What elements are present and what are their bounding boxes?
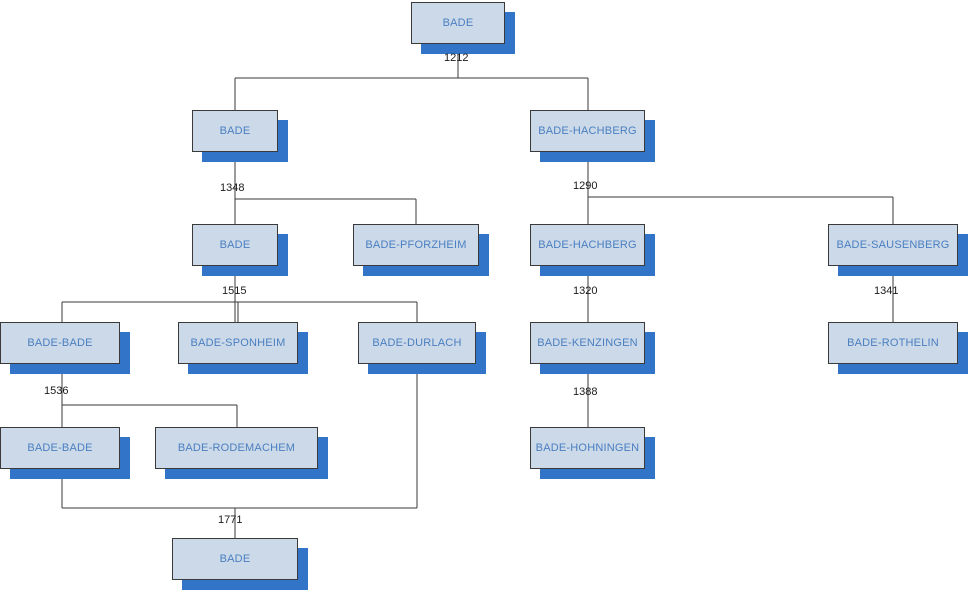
tree-node[interactable]: BADE-HACHBERG	[530, 224, 655, 276]
node-box[interactable]: BADE	[192, 224, 278, 266]
tree-node[interactable]: BADE	[192, 110, 288, 162]
node-label: BADE-PFORZHEIM	[365, 239, 467, 251]
node-box[interactable]: BADE-PFORZHEIM	[353, 224, 479, 266]
node-box[interactable]: BADE-KENZINGEN	[530, 322, 645, 364]
tree-node[interactable]: BADE-RODEMACHEM	[155, 427, 328, 479]
node-label: BADE-DURLACH	[372, 337, 462, 349]
tree-node[interactable]: BADE-SPONHEIM	[178, 322, 308, 374]
node-box[interactable]: BADE	[172, 538, 298, 580]
node-box[interactable]: BADE-BADE	[0, 322, 120, 364]
tree-node[interactable]: BADE-HACHBERG	[530, 110, 655, 162]
edge-year-label: 1536	[44, 385, 69, 397]
tree-node[interactable]: BADE-KENZINGEN	[530, 322, 655, 374]
edge-year-label: 1771	[218, 514, 243, 526]
node-box[interactable]: BADE-RODEMACHEM	[155, 427, 318, 469]
node-label: BADE	[219, 553, 251, 565]
tree-node[interactable]: BADE	[172, 538, 308, 590]
edge-year-label: 1515	[222, 285, 247, 297]
tree-node[interactable]: BADE	[192, 224, 288, 276]
node-label: BADE-ROTHELIN	[847, 337, 939, 349]
edge-year-label: 1348	[220, 182, 245, 194]
node-label: BADE-HACHBERG	[538, 239, 637, 251]
node-box[interactable]: BADE-HACHBERG	[530, 110, 645, 152]
tree-node[interactable]: BADE-BADE	[0, 427, 130, 479]
edge-year-label: 1341	[874, 285, 899, 297]
node-label: BADE-HOHNINGEN	[535, 442, 640, 454]
node-label: BADE-SPONHEIM	[190, 337, 286, 349]
node-label: BADE	[219, 239, 251, 251]
tree-node[interactable]: BADE-PFORZHEIM	[353, 224, 489, 276]
node-label: BADE	[442, 17, 474, 29]
edge-year-label: 1290	[573, 180, 598, 192]
node-box[interactable]: BADE-HACHBERG	[530, 224, 645, 266]
node-label: BADE-KENZINGEN	[537, 337, 638, 349]
tree-node[interactable]: BADE-HOHNINGEN	[530, 427, 655, 479]
tree-node[interactable]: BADE-SAUSENBERG	[828, 224, 968, 276]
node-label: BADE-BADE	[27, 442, 93, 454]
tree-node[interactable]: BADE-ROTHELIN	[828, 322, 968, 374]
tree-node[interactable]: BADE-BADE	[0, 322, 130, 374]
node-box[interactable]: BADE	[411, 2, 505, 44]
node-label: BADE-HACHBERG	[538, 125, 637, 137]
node-box[interactable]: BADE-DURLACH	[358, 322, 476, 364]
node-box[interactable]: BADE-SAUSENBERG	[828, 224, 958, 266]
node-box[interactable]: BADE-BADE	[0, 427, 120, 469]
edge-year-label: 1388	[573, 386, 598, 398]
tree-node[interactable]: BADE	[411, 2, 515, 54]
edge-year-label: 1212	[444, 52, 469, 64]
edge-year-label: 1320	[573, 285, 598, 297]
node-box[interactable]: BADE-ROTHELIN	[828, 322, 958, 364]
node-box[interactable]: BADE-SPONHEIM	[178, 322, 298, 364]
node-label: BADE-BADE	[27, 337, 93, 349]
node-label: BADE-RODEMACHEM	[177, 442, 296, 454]
node-label: BADE-SAUSENBERG	[836, 239, 950, 251]
node-label: BADE	[219, 125, 251, 137]
node-box[interactable]: BADE-HOHNINGEN	[530, 427, 645, 469]
tree-node[interactable]: BADE-DURLACH	[358, 322, 486, 374]
node-box[interactable]: BADE	[192, 110, 278, 152]
